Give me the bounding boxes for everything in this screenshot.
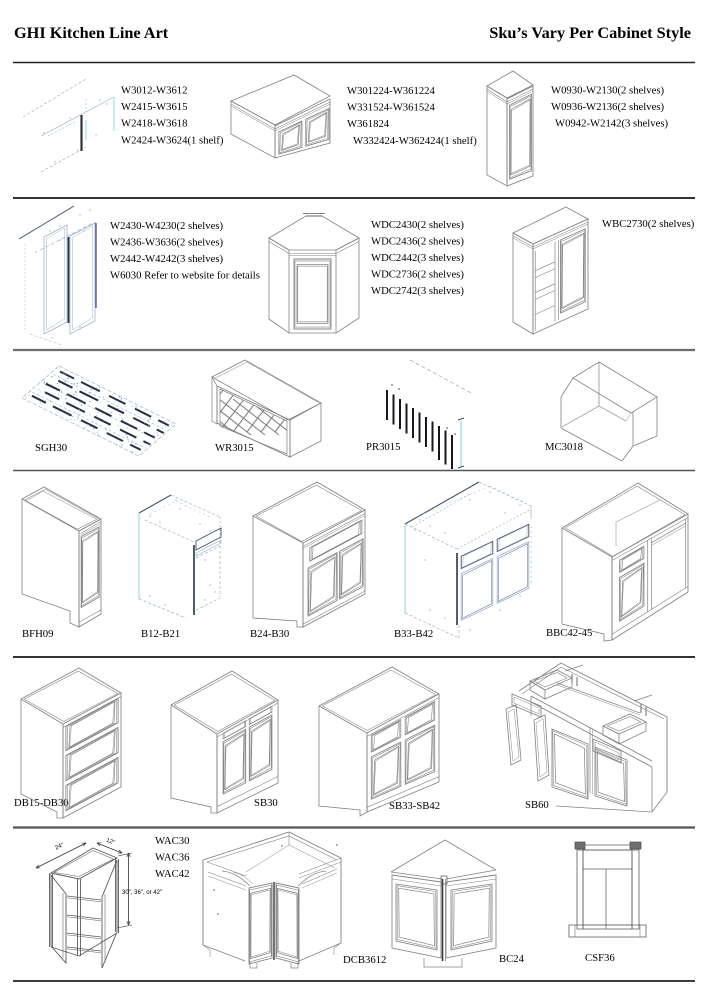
svg-text:W0930-W2130(2 shelves): W0930-W2130(2 shelves)	[551, 85, 665, 97]
svg-text:W3012-W3612: W3012-W3612	[121, 85, 187, 97]
svg-text:B24-B30: B24-B30	[250, 628, 289, 640]
svg-text:W2436-W3636(2 shelves): W2436-W3636(2 shelves)	[110, 237, 224, 249]
svg-text:BC24: BC24	[499, 953, 525, 965]
svg-text:W6030 Refer to website for det: W6030 Refer to website for details	[110, 270, 260, 282]
svg-text:BBC42-45: BBC42-45	[546, 627, 592, 639]
svg-text:SGH30: SGH30	[35, 442, 67, 454]
svg-text:WAC30: WAC30	[155, 835, 189, 847]
svg-text:W361824: W361824	[347, 118, 390, 130]
svg-text:WDC2436(2 shelves): WDC2436(2 shelves)	[371, 236, 464, 248]
svg-text:PR3015: PR3015	[366, 441, 400, 453]
svg-text:WR3015: WR3015	[215, 442, 254, 454]
svg-text:SB33-SB42: SB33-SB42	[389, 800, 440, 812]
svg-text:CSF36: CSF36	[585, 952, 615, 964]
svg-text:W2424-W3624(1 shelf): W2424-W3624(1 shelf)	[121, 135, 224, 147]
svg-text:W0942-W2142(3 shelves): W0942-W2142(3 shelves)	[555, 118, 669, 130]
svg-text:WBC2730(2 shelves): WBC2730(2 shelves)	[602, 218, 695, 230]
svg-text:W332424-W362424(1 shelf): W332424-W362424(1 shelf)	[353, 135, 477, 147]
svg-text:24": 24"	[54, 843, 64, 852]
svg-text:W301224-W361224: W301224-W361224	[347, 85, 436, 97]
svg-text:WDC2742(3 shelves): WDC2742(3 shelves)	[371, 285, 464, 297]
svg-text:W331524-W361524: W331524-W361524	[347, 102, 436, 114]
svg-text:WDC2736(2 shelves): WDC2736(2 shelves)	[371, 269, 464, 281]
svg-text:SB30: SB30	[254, 797, 278, 809]
svg-text:W2430-W4230(2 shelves): W2430-W4230(2 shelves)	[110, 220, 224, 232]
svg-text:WDC2442(3 shelves): WDC2442(3 shelves)	[371, 252, 464, 264]
svg-text:W2442-W4242(3 shelves): W2442-W4242(3 shelves)	[110, 253, 224, 265]
svg-text:MC3018: MC3018	[545, 441, 583, 453]
svg-text:WAC36: WAC36	[155, 852, 190, 864]
svg-text:Sku’s Vary Per Cabinet Style: Sku’s Vary Per Cabinet Style	[489, 23, 691, 42]
svg-text:12": 12"	[105, 838, 115, 847]
svg-text:WDC2430(2 shelves): WDC2430(2 shelves)	[371, 219, 464, 231]
svg-text:30", 36", or 42": 30", 36", or 42"	[122, 890, 162, 896]
svg-text:W2415-W3615: W2415-W3615	[121, 101, 187, 113]
svg-text:W2418-W3618: W2418-W3618	[121, 118, 187, 130]
svg-text:W0936-W2136(2 shelves): W0936-W2136(2 shelves)	[551, 101, 665, 113]
svg-text:DB15-DB30: DB15-DB30	[14, 797, 69, 809]
svg-text:BFH09: BFH09	[22, 628, 53, 640]
svg-text:WAC42: WAC42	[155, 868, 189, 880]
svg-text:SB60: SB60	[525, 799, 549, 811]
svg-text:B33-B42: B33-B42	[394, 628, 433, 640]
svg-text:B12-B21: B12-B21	[141, 628, 180, 640]
svg-text:GHI Kitchen Line Art: GHI Kitchen Line Art	[14, 23, 169, 42]
svg-text:DCB3612: DCB3612	[343, 954, 386, 966]
